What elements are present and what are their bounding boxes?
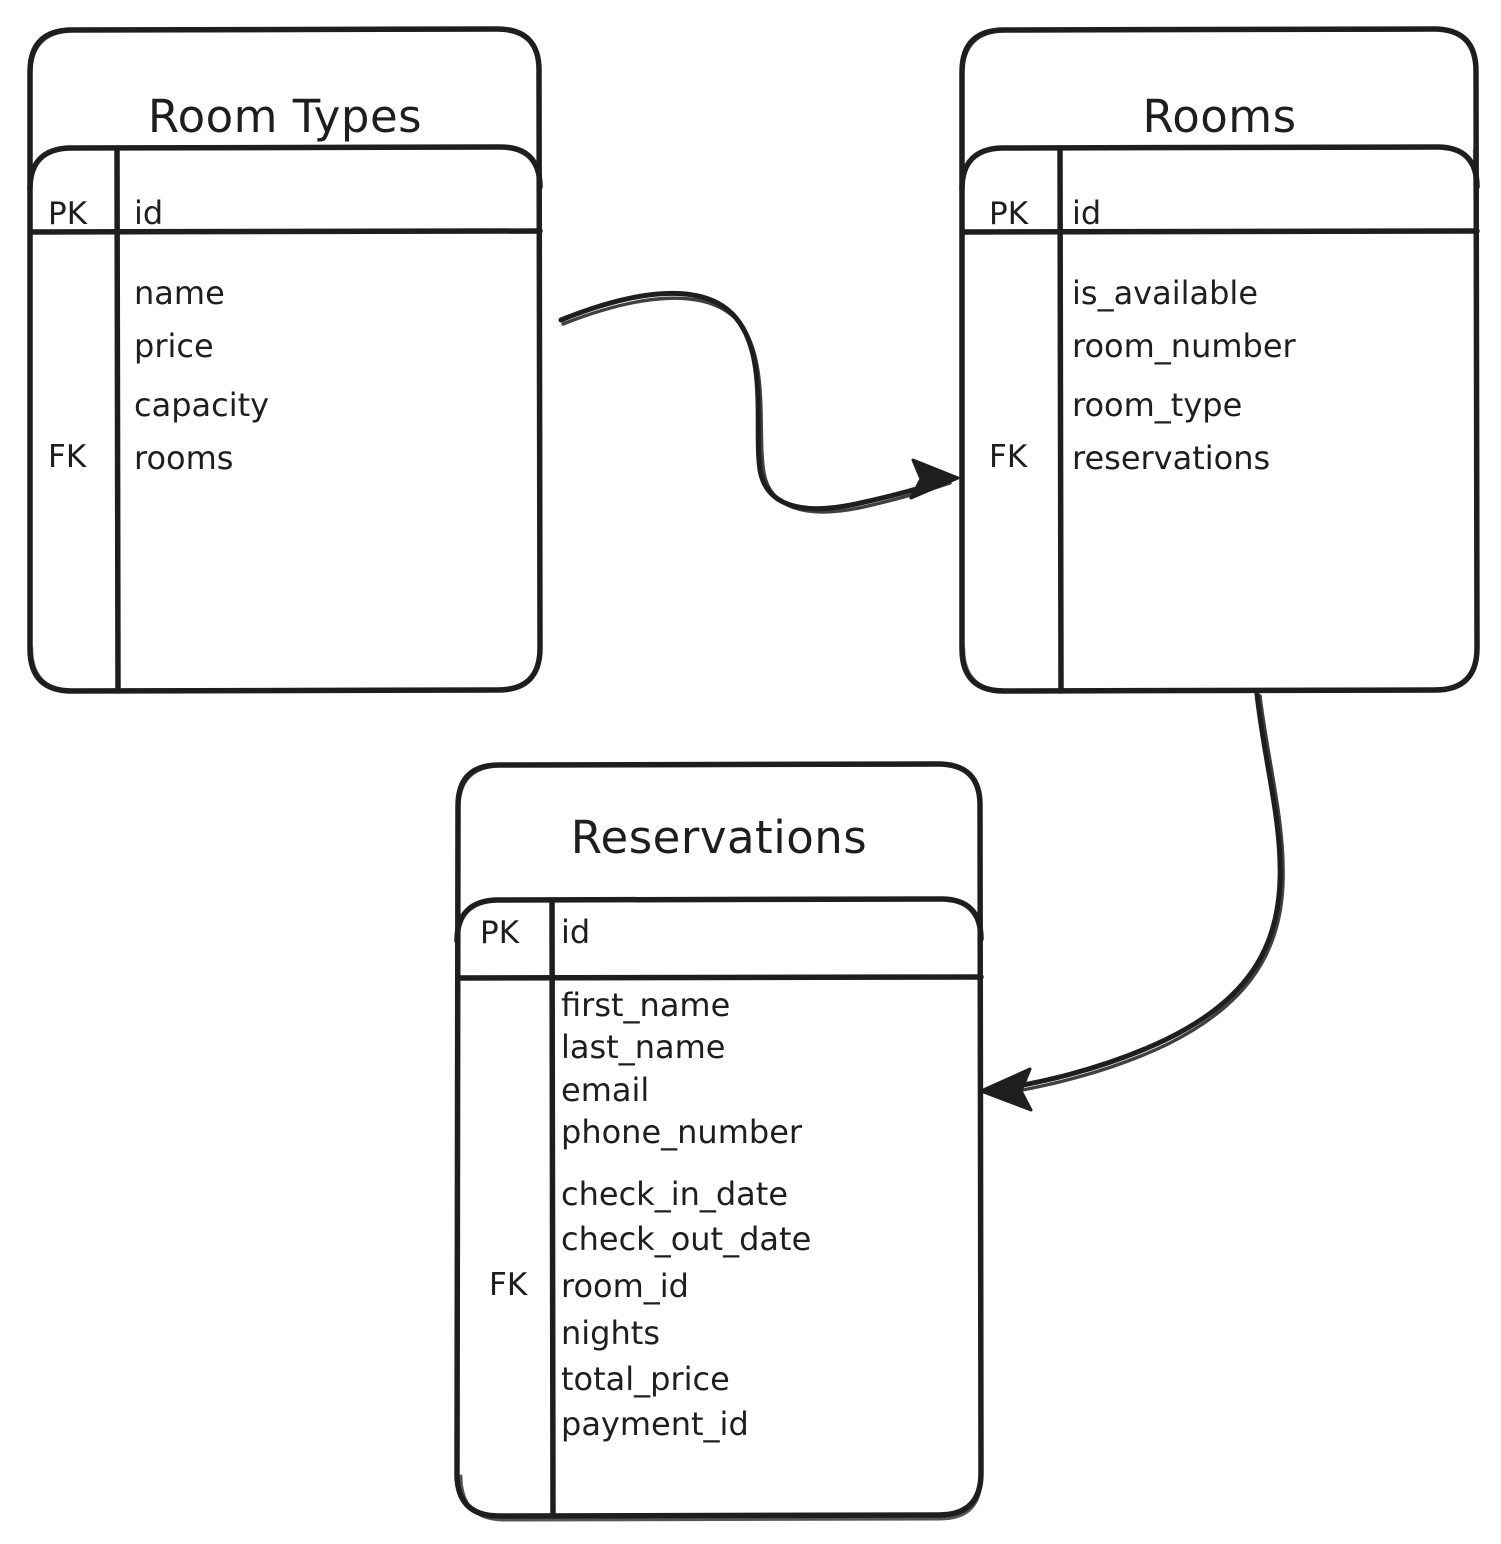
rooms-fk-label: FK [989, 439, 1028, 475]
reservations-field-4: check_in_date [561, 1175, 789, 1213]
connector-rooms-to-reservations [979, 691, 1285, 1112]
rooms-pk-field: id [1072, 194, 1102, 232]
reservations-field-8: total_price [561, 1360, 730, 1398]
rooms-pk-label: PK [989, 196, 1029, 232]
connector-room-types-to-rooms [558, 290, 960, 514]
reservations-pk-label: PK [480, 915, 520, 951]
rooms-field-1: room_number [1072, 327, 1296, 365]
reservations-field-7: nights [561, 1314, 660, 1352]
entity-room-types[interactable]: Room Types PK id FK name price capacity … [30, 29, 540, 691]
rooms-field-0: is_available [1072, 274, 1258, 312]
reservations-field-1: last_name [561, 1028, 726, 1066]
room-types-field-3: rooms [134, 439, 234, 477]
room-types-pk-label: PK [48, 196, 88, 232]
room-types-field-1: price [134, 327, 214, 365]
entity-title-reservations: Reservations [570, 811, 868, 864]
entity-reservations[interactable]: Reservations PK id FK first_name last_na… [457, 764, 981, 1520]
reservations-field-2: email [561, 1071, 650, 1109]
entity-title-room-types: Room Types [147, 90, 423, 143]
entity-title-rooms: Rooms [1142, 90, 1297, 143]
reservations-fk-label: FK [489, 1267, 528, 1303]
rooms-field-2: room_type [1072, 386, 1243, 424]
reservations-field-9: payment_id [561, 1405, 749, 1443]
reservations-field-0: first_name [561, 986, 731, 1024]
rooms-field-3: reservations [1072, 439, 1271, 477]
room-types-field-0: name [134, 274, 225, 312]
room-types-pk-field: id [134, 194, 164, 232]
reservations-field-5: check_out_date [561, 1220, 812, 1258]
entity-rooms[interactable]: Rooms PK id FK is_available room_number … [962, 29, 1477, 691]
reservations-field-6: room_id [561, 1267, 689, 1305]
room-types-field-2: capacity [134, 386, 270, 424]
reservations-field-3: phone_number [561, 1113, 803, 1151]
reservations-pk-field: id [561, 913, 591, 951]
room-types-fk-label: FK [48, 439, 87, 475]
